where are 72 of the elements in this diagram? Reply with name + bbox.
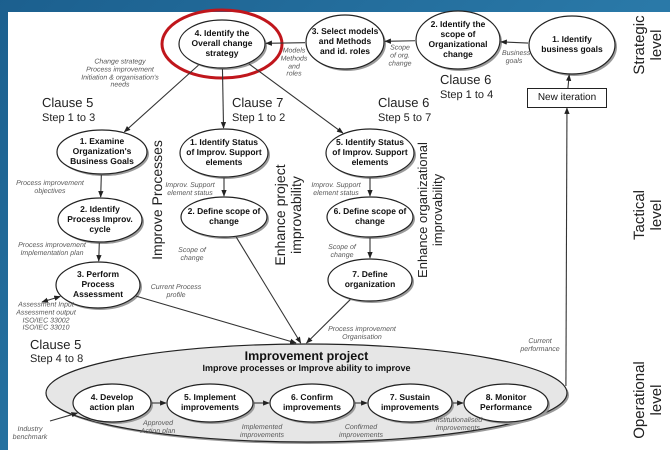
arrow — [355, 400, 368, 406]
arrow — [248, 63, 344, 134]
arrow — [124, 64, 199, 132]
step-text: 3. Perform Process Assessment — [72, 270, 124, 300]
process-ellipse — [415, 10, 501, 70]
step-text: 2. Identify Process Improv. cycle — [66, 205, 134, 235]
arrow — [367, 178, 373, 197]
process-box — [527, 88, 607, 108]
step-label: Step 1 to 4 — [440, 89, 494, 102]
process-ellipse — [269, 383, 355, 423]
clause-label: Clause 6 — [378, 96, 430, 111]
arrow — [384, 38, 416, 44]
arrow — [96, 242, 102, 262]
step-text: 6. Confirm improvements — [282, 393, 342, 413]
process-ellipse — [56, 129, 148, 175]
arrow — [306, 299, 351, 344]
level-label: Tactical level — [630, 188, 666, 242]
arrow — [236, 236, 302, 344]
process-ellipse — [178, 19, 266, 69]
process-ellipse — [179, 128, 269, 178]
process-ellipse — [326, 196, 414, 238]
clause-label: Clause 7 — [232, 96, 284, 111]
arrow — [254, 400, 270, 406]
step-label: Step 4 to 8 — [30, 353, 84, 366]
arrow — [566, 74, 572, 88]
clause-label: Clause 5 — [30, 338, 82, 353]
clause-label: Clause 5 — [42, 96, 94, 111]
step-text: 3. Select models and Methods and id. roles — [311, 27, 379, 57]
level-label: Strategic level — [630, 14, 666, 77]
process-ellipse — [305, 14, 385, 70]
arrow — [98, 174, 104, 198]
track-label: Enhance organizational improvability — [416, 141, 446, 280]
arrow — [50, 412, 78, 422]
step-label: Step 5 to 7 — [378, 112, 432, 125]
process-ellipse — [55, 261, 141, 309]
step-label: Step 1 to 2 — [232, 112, 286, 125]
project-subtitle: Improve processes or Improve ability to improve — [202, 363, 411, 374]
step-text: 2. Identify the scope of Organizational change — [427, 20, 489, 60]
arrow — [220, 69, 226, 129]
step-text: 5. Implement improvements — [180, 393, 240, 413]
process-ellipse — [180, 196, 268, 238]
step-text: New iteration — [538, 92, 596, 104]
process-ellipse — [327, 258, 413, 302]
track-label: Improve Processes — [148, 140, 166, 260]
clause-label: Clause 6 — [440, 73, 492, 88]
process-ellipse — [528, 15, 616, 75]
arrow — [564, 107, 570, 386]
arrow — [367, 238, 373, 259]
arrow — [152, 400, 167, 406]
step-text: 6. Define scope of change — [332, 207, 408, 227]
step-text: 4. Develop action plan — [88, 393, 136, 413]
step-text: 1. Identify Status of Improv. Support elements — [185, 138, 263, 168]
step-text: 2. Define scope of change — [186, 207, 262, 227]
step-text: 4. Identify the Overall change strategy — [190, 29, 254, 59]
process-ellipse — [325, 128, 415, 178]
arrow — [453, 400, 464, 406]
step-text: 5. Identify Status of Improv. Support elements — [331, 138, 409, 168]
arrow — [221, 178, 227, 197]
step-text: 1. Examine Organization's Business Goals — [69, 137, 135, 167]
arrow — [500, 40, 528, 45]
process-ellipse — [57, 197, 143, 243]
track-label: Enhance project improvability — [272, 163, 304, 268]
level-label: Operational level — [630, 360, 666, 441]
step-label: Step 1 to 3 — [42, 112, 96, 125]
arrow — [41, 296, 61, 303]
arrow — [136, 296, 297, 344]
arrow — [265, 40, 306, 46]
step-text: 8. Monitor Performance — [479, 393, 533, 413]
step-text: 7. Define organization — [344, 270, 396, 290]
step-text: 7. Sustain improvements — [380, 393, 440, 413]
project-title: Improvement project — [244, 349, 368, 364]
step-text: 1. Identify business goals — [540, 35, 604, 55]
